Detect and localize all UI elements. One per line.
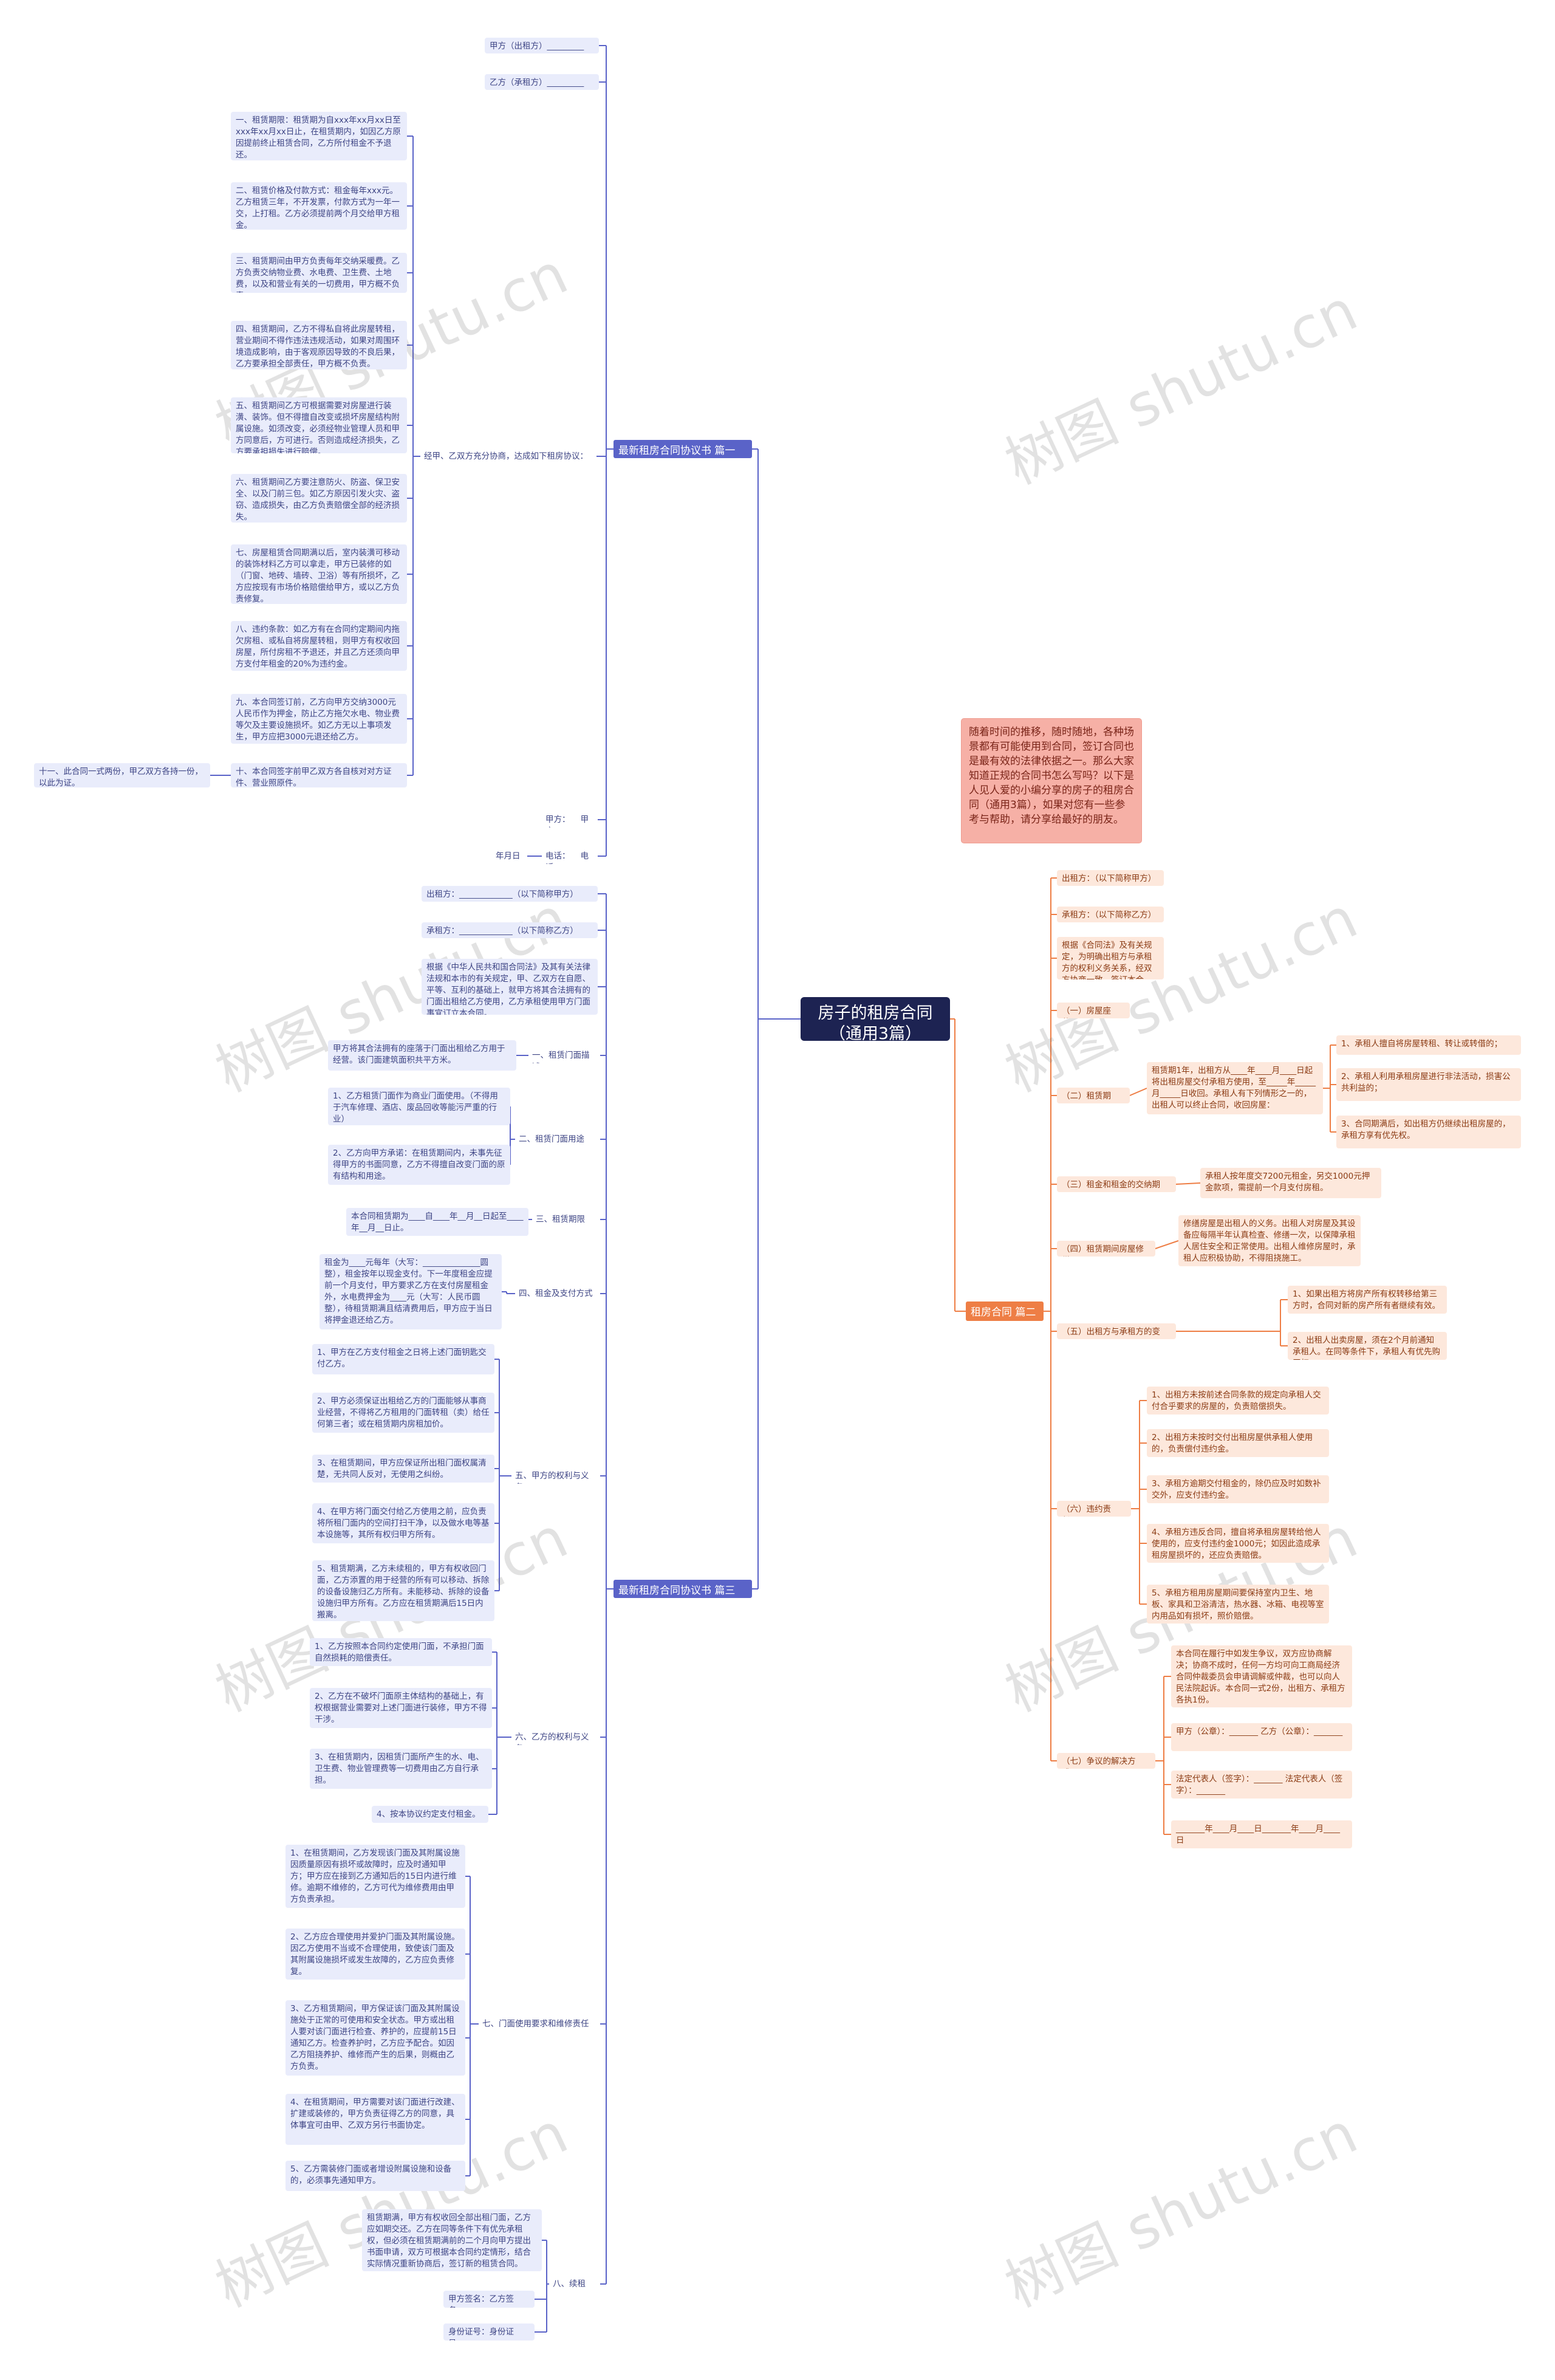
s8-item-1[interactable]: 租赁期满，甲方有权收回全部出租门面，乙方应如期交还。乙方在同等条件下有优先承租权… [362,2209,542,2271]
section-2[interactable]: 二、租赁门面用途 [515,1131,600,1147]
branch-2-label[interactable]: 租房合同 篇二 [966,1301,1044,1321]
branch2-item-8[interactable]: （五）出租方与承租方的变更： [1057,1323,1176,1339]
rent-detail[interactable]: 承租人按年度交7200元租金，另交1000元押金款项，需提前一个月支付房租。 [1200,1168,1381,1198]
section-1[interactable]: 一、租赁门面描述 [528,1048,600,1063]
dispute-4[interactable]: _______年____月____日_______年____月____日 [1171,1820,1352,1848]
breach-1[interactable]: 1、出租方未按前述合同条款的规定向承租人交付合乎要求的房屋的，负责赔偿损失。 [1147,1387,1329,1415]
lessee-line[interactable]: 承租方：_____________（以下简称乙方） [422,922,598,938]
phone-line[interactable]: 电话： 电话： [542,848,598,864]
clause-2[interactable]: 二、租赁价格及付款方式：租金每年xxx元。乙方租赁三年，不开发票，付款方式为一年… [231,182,407,230]
section-6[interactable]: 六、乙方的权利与义务 [511,1729,600,1745]
section-7[interactable]: 七、门面使用要求和维修责任 [479,2016,600,2032]
term-case-2[interactable]: 2、承租人利用承租房屋进行非法活动，损害公共利益的； [1336,1068,1521,1101]
change-case-2[interactable]: 2、出租人出卖房屋，须在2个月前通知承租人。在同等条件下，承租人有优先购买权。 [1288,1332,1447,1360]
s1-item-1[interactable]: 甲方将其合法拥有的座落于门面出租给乙方用于经营。该门面建筑面积共平方米。 [328,1040,516,1071]
party-b[interactable]: 乙方（承租方）_________ [485,74,599,90]
clause-10[interactable]: 十、本合同签字前甲乙双方各自核对对方证件、营业照原件。 [231,763,407,787]
branch2-item-6[interactable]: （三）租金和租金的交纳期限： [1057,1176,1176,1192]
branch2-item-1[interactable]: 出租方：（以下简称甲方） [1057,870,1164,886]
legal-basis[interactable]: 根据《中华人民共和国合同法》及其有关法律法规和本市的有关规定，甲、乙双方在自愿、… [422,959,598,1015]
clause-8[interactable]: 八、违约条款：如乙方有在合同约定期间内拖欠房租、或私自将房屋转租，则甲方有权收回… [231,621,407,671]
s7-item-5[interactable]: 5、乙方需装修门面或者增设附属设施和设备的，必须事先通知甲方。 [285,2161,465,2191]
s7-item-2[interactable]: 2、乙方应合理使用并爱护门面及其附属设施。因乙方使用不当或不合理使用，致使该门面… [285,1929,465,1980]
s5-item-1[interactable]: 1、甲方在乙方支付租金之日将上述门面钥匙交付乙方。 [312,1344,494,1374]
term-detail[interactable]: 租赁期1年，出租方从____年____月____日起将出租房屋交付承租方使用，至… [1147,1062,1323,1114]
date-label[interactable]: 年月日 [492,848,527,864]
s4-item-1[interactable]: 租金为____元每年（大写：______________圆整），租金按年以现金支… [320,1254,502,1329]
s6-item-3[interactable]: 3、在租赁期内，因租赁门面所产生的水、电、卫生费、物业管理费等一切费用由乙方自行… [310,1749,492,1789]
agreement-label[interactable]: 经甲、乙双方充分协商，达成如下租房协议： [420,448,596,464]
s6-item-4[interactable]: 4、按本协议约定支付租金。 [372,1806,488,1823]
clause-7[interactable]: 七、房屋租赁合同期满以后，室内装潢可移动的装饰材料乙方可以拿走，甲方已装修的如（… [231,544,407,604]
connector [1175,1182,1201,1185]
section-4[interactable]: 四、租金及支付方式 [515,1286,600,1301]
lessor-line[interactable]: 出租方：_____________（以下简称甲方） [422,886,598,902]
root-topic[interactable]: 房子的租房合同（通用3篇） [801,997,950,1041]
s3-item-1[interactable]: 本合同租赁期为____自____年__月__日起至____年__月__日止。 [346,1208,528,1236]
branch2-item-10[interactable]: （七）争议的解决方式： [1057,1753,1155,1769]
breach-2[interactable]: 2、出租方未按时交付出租房屋供承租人使用的，负责偿付违约金。 [1147,1429,1329,1457]
branch2-item-4[interactable]: （一）房屋座落： [1057,1003,1130,1018]
clause-1[interactable]: 一、租赁期限：租赁期为自xxx年xx月xx日至xxx年xx月xx日止，在租赁期内… [231,112,407,160]
s5-item-4[interactable]: 4、在甲方将门面交付给乙方使用之前，应负责将所租门面内的空间打扫干净，以及做水电… [312,1503,494,1543]
dispute-1[interactable]: 本合同在履行中如发生争议，双方应协商解决；协商不成时，任何一方均可向工商局经济合… [1171,1645,1352,1707]
sign-line[interactable]: 甲方： 甲方： [542,812,598,828]
branch2-item-2[interactable]: 承租方：（以下简称乙方） [1057,907,1164,922]
s7-item-3[interactable]: 3、乙方租赁期间，甲方保证该门面及其附属设施处于正常的可使用和安全状态。甲方或出… [285,2000,465,2076]
s7-item-1[interactable]: 1、在租赁期间，乙方发现该门面及其附属设施因质量原因有损坏或故障时，应及时通知甲… [285,1845,465,1908]
s8-item-2[interactable]: 甲方签名：乙方签名： [443,2291,535,2308]
clause-5[interactable]: 五、租赁期间乙方可根据需要对房屋进行装潢、装饰。但不得擅自改变或损坏房屋结构附属… [231,397,407,453]
dispute-3[interactable]: 法定代表人（签字）：_______ 法定代表人（签字）：_______ [1171,1771,1352,1799]
clause-11[interactable]: 十一、此合同一式两份，甲乙双方各持一份，以此为证。 [34,763,210,787]
s7-item-4[interactable]: 4、在租赁期间，甲方需要对该门面进行改建、扩建或装修的，甲方负责征得乙方的同意，… [285,2094,465,2145]
change-case-1[interactable]: 1、如果出租方将房产所有权转移给第三方时，合同对新的房产所有者继续有效。 [1288,1286,1447,1314]
repair-detail[interactable]: 修缮房屋是出租人的义务。出租人对房屋及其设备应每隔半年认真检查、修缮一次，以保障… [1178,1215,1361,1266]
s6-item-1[interactable]: 1、乙方按照本合同约定使用门面，不承担门面自然损耗的赔偿责任。 [310,1638,492,1666]
dispute-2[interactable]: 甲方（公章）：_______ 乙方（公章）：_______ [1171,1723,1352,1751]
branch2-item-3[interactable]: 根据《合同法》及有关规定，为明确出租方与承租方的权利义务关系，经双方协商一致，签… [1057,937,1164,979]
section-5[interactable]: 五、甲方的权利与义务 [511,1468,600,1484]
term-case-1[interactable]: 1、承租人擅自将房屋转租、转让或转借的； [1336,1035,1521,1055]
clause-6[interactable]: 六、租赁期间乙方要注意防火、防盗、保卫安全、以及门前三包。如乙方原因引发火灾、盗… [231,474,407,523]
branch2-item-9[interactable]: （六）违约责任： [1057,1501,1131,1517]
section-3[interactable]: 三、租赁期限 [532,1212,600,1227]
branch2-item-7[interactable]: （四）租赁期间房屋修缮： [1057,1241,1155,1257]
party-a[interactable]: 甲方（出租方）_________ [485,38,599,53]
clause-4[interactable]: 四、租赁期间，乙方不得私自将此房屋转租，营业期间不得作违法违规活动，如果对周围环… [231,321,407,369]
s2-item-2[interactable]: 2、乙方向甲方承诺：在租赁期间内，未事先征得甲方的书面同意，乙方不得擅自改变门面… [328,1145,510,1185]
clause-9[interactable]: 九、本合同签订前，乙方向甲方交纳3000元人民币作为押金，防止乙方拖欠水电、物业… [231,694,407,744]
breach-3[interactable]: 3、承租方逾期交付租金的，除仍应及时如数补交外，应支付违约金。 [1147,1475,1329,1503]
breach-4[interactable]: 4、承租方违反合同，擅自将承租房屋转给他人使用的，应支付违约金1000元；如因此… [1147,1524,1329,1563]
branch-1-label[interactable]: 最新租房合同协议书 篇一 [613,440,752,458]
s5-item-2[interactable]: 2、甲方必须保证出租给乙方的门面能够从事商业经营，不得将乙方租用的门面转租（卖）… [312,1393,494,1433]
breach-5[interactable]: 5、承租方租用房屋期间要保持室内卫生、地板、家具和卫浴清洁，热水器、冰箱、电视等… [1147,1585,1329,1624]
intro-note: 随着时间的推移，随时随地，各种场景都有可能使用到合同，签订合同也是最有效的法律依… [961,718,1142,843]
branch2-item-5[interactable]: （二）租赁期限： [1057,1088,1130,1103]
section-8[interactable]: 八、续租 [549,2276,600,2292]
term-case-3[interactable]: 3、合同期满后，如出租方仍继续出租房屋的，承租方享有优先权。 [1336,1116,1521,1148]
s6-item-2[interactable]: 2、乙方在不破坏门面原主体结构的基础上，有权根据营业需要对上述门面进行装修，甲方… [310,1688,492,1728]
s5-item-5[interactable]: 5、租赁期满，乙方未续租的，甲方有权收回门面，乙方添置的用于经营的所有可以移动、… [312,1560,494,1621]
s2-item-1[interactable]: 1、乙方租赁门面作为商业门面使用。（不得用于汽车修理、酒店、废品回收等能污严重的… [328,1088,510,1125]
connector [1155,1240,1179,1249]
s5-item-3[interactable]: 3、在租赁期间，甲方应保证所出租门面权属清楚，无共同人反对，无使用之纠纷。 [312,1455,494,1483]
clause-3[interactable]: 三、租赁期间由甲方负责每年交纳采暖费。乙方负责交纳物业费、水电费、卫生费、土地费… [231,253,407,293]
branch-3-label[interactable]: 最新租房合同协议书 篇三 [613,1580,752,1598]
connector [1129,1088,1147,1096]
s8-item-3[interactable]: 身份证号：身份证号： [443,2323,535,2341]
